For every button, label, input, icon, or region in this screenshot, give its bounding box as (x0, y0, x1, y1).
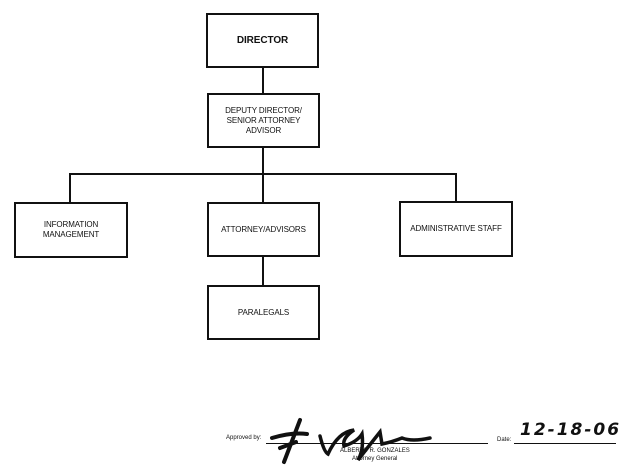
administrative-staff-label: ADMINISTRATIVE STAFF (410, 224, 502, 233)
signature (270, 418, 432, 464)
paralegals-box: PARALEGALS (207, 285, 320, 340)
signature-line (266, 443, 488, 444)
attorney-advisors-label: ATTORNEY/ADVISORS (221, 224, 306, 234)
info-mgmt-label-line2: MANAGEMENT (42, 230, 100, 239)
director-box: DIRECTOR (206, 13, 319, 68)
deputy-label-line2: SENIOR ATTORNEY (226, 115, 301, 125)
connector-attorney-paralegals (262, 255, 264, 286)
signatory-name: ALBERTO R. GONZALES (340, 448, 410, 454)
deputy-label-line3: ADVISOR (245, 125, 282, 135)
deputy-director-box: DEPUTY DIRECTOR/ SENIOR ATTORNEY ADVISOR (207, 93, 320, 148)
connector-info-mgmt (69, 173, 71, 203)
director-label: DIRECTOR (236, 34, 289, 46)
information-management-box: INFORMATION MANAGEMENT (14, 202, 128, 258)
connector-admin-staff (455, 173, 457, 202)
attorney-advisors-box: ATTORNEY/ADVISORS (207, 202, 320, 257)
deputy-label-line1: DEPUTY DIRECTOR/ (225, 105, 302, 115)
approved-by-label: Approved by: (226, 435, 262, 441)
date-value: 12-18-06 (520, 420, 622, 440)
connector-director-deputy (262, 66, 264, 94)
date-label: Date: (497, 437, 512, 443)
info-mgmt-label-line1: INFORMATION (43, 220, 99, 229)
connector-horizontal (69, 173, 457, 175)
date-line (514, 443, 616, 444)
administrative-staff-box: ADMINISTRATIVE STAFF (399, 201, 513, 257)
paralegals-label: PARALEGALS (237, 307, 290, 317)
signatory-title: Attorney General (352, 456, 398, 462)
